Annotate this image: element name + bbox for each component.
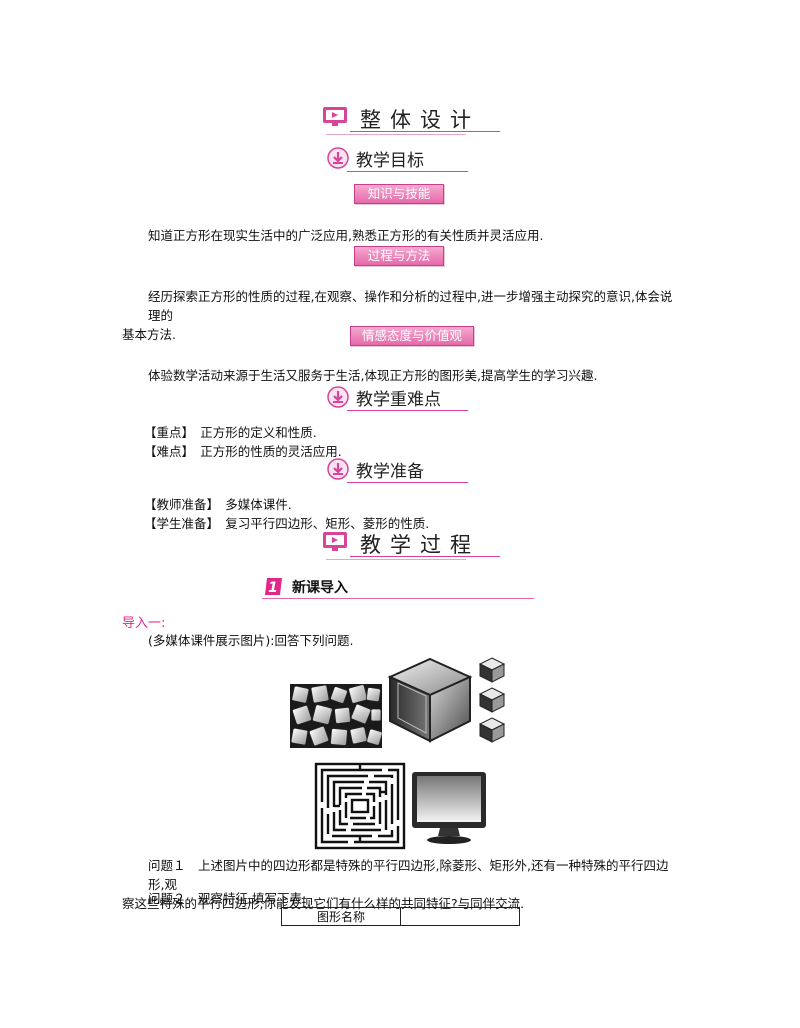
process-paragraph: 经历探索正方形的性质的过程,在观察、操作和分析的过程中,进一步增强主动探究的意识… <box>122 287 682 344</box>
intro-label: 导入一: <box>122 616 166 631</box>
design-title: 整体设计 <box>360 108 480 132</box>
student-preparation: 【学生准备】 复习平行四边形、矩形、菱形的性质. <box>144 516 430 531</box>
square-maze-image <box>314 762 406 850</box>
question-2: 问题２ 观察特征,填写下表: <box>122 889 682 908</box>
divider <box>347 410 468 411</box>
teacher-preparation: 【教师准备】 多媒体课件. <box>144 497 292 512</box>
key-points-title: 教学重难点 <box>356 390 441 410</box>
preparation-title: 教学准备 <box>356 462 424 482</box>
small-cubes-image <box>478 657 506 743</box>
key-points-header: 教学重难点 <box>325 385 468 415</box>
tag-process: 过程与方法 <box>354 246 444 266</box>
lesson-number: 1 <box>268 580 278 596</box>
process-header: 教学过程 <box>322 529 500 561</box>
emotion-text: 体验数学活动来源于生活又服务于生活,体现正方形的图形美,提高学生的学习兴趣. <box>148 368 598 383</box>
process-text-line1: 经历探索正方形的性质的过程,在观察、操作和分析的过程中,进一步增强主动探究的意识… <box>148 289 673 323</box>
goals-header: 教学目标 <box>325 146 468 176</box>
lesson-header: 1 新课导入 <box>262 576 534 602</box>
feature-table: 图形名称 <box>281 907 520 926</box>
knowledge-text: 知道正方形在现实生活中的广泛应用,熟悉正方形的有关性质并灵活应用. <box>148 228 544 243</box>
divider <box>350 556 500 557</box>
key-points-list: 【重点】 正方形的定义和性质. 【难点】 正方形的性质的灵活应用. <box>144 423 704 461</box>
question-2-text: 问题２ 观察特征,填写下表: <box>148 891 307 906</box>
download-circle-icon <box>327 386 349 408</box>
divider <box>262 598 534 599</box>
lesson-title: 新课导入 <box>292 580 348 596</box>
square-tiles-pattern-image <box>290 684 382 748</box>
divider <box>326 559 466 560</box>
preparation-list: 【教师准备】 多媒体课件. 【学生准备】 复习平行四边形、矩形、菱形的性质. <box>144 495 704 533</box>
download-circle-icon <box>327 147 349 169</box>
intro-paragraph: (多媒体课件展示图片):回答下列问题. <box>122 631 682 650</box>
process-text-line2: 基本方法. <box>122 327 176 342</box>
intro-text: (多媒体课件展示图片):回答下列问题. <box>148 633 354 648</box>
glass-cube-image <box>387 657 473 743</box>
divider <box>326 134 466 135</box>
download-circle-icon <box>327 458 349 480</box>
goals-title: 教学目标 <box>356 151 424 171</box>
design-header: 整体设计 <box>322 104 500 136</box>
number-badge-icon: 1 <box>265 578 282 596</box>
table-header-cell: 图形名称 <box>281 907 401 926</box>
knowledge-paragraph: 知道正方形在现实生活中的广泛应用,熟悉正方形的有关性质并灵活应用. <box>122 226 682 245</box>
lcd-monitor-image <box>412 772 486 844</box>
difficulty-item: 【难点】 正方形的性质的灵活应用. <box>144 444 342 459</box>
question-1-line1: 问题１ 上述图片中的四边形都是特殊的平行四边形,除菱形、矩形外,还有一种特殊的平… <box>148 858 669 892</box>
preparation-header: 教学准备 <box>325 457 468 487</box>
table-row: 图形名称 <box>281 907 520 926</box>
divider <box>347 171 468 172</box>
focus-item: 【重点】 正方形的定义和性质. <box>144 425 317 440</box>
divider <box>347 482 468 483</box>
tag-emotion: 情感态度与价值观 <box>350 326 474 346</box>
process-title: 教学过程 <box>360 533 480 557</box>
monitor-icon <box>323 107 347 126</box>
tag-knowledge: 知识与技能 <box>354 184 444 204</box>
emotion-paragraph: 体验数学活动来源于生活又服务于生活,体现正方形的图形美,提高学生的学习兴趣. <box>122 366 682 385</box>
divider <box>350 131 500 132</box>
table-cell <box>400 907 520 926</box>
monitor-icon <box>323 532 347 551</box>
lesson-number-badge: 1 <box>264 577 283 596</box>
